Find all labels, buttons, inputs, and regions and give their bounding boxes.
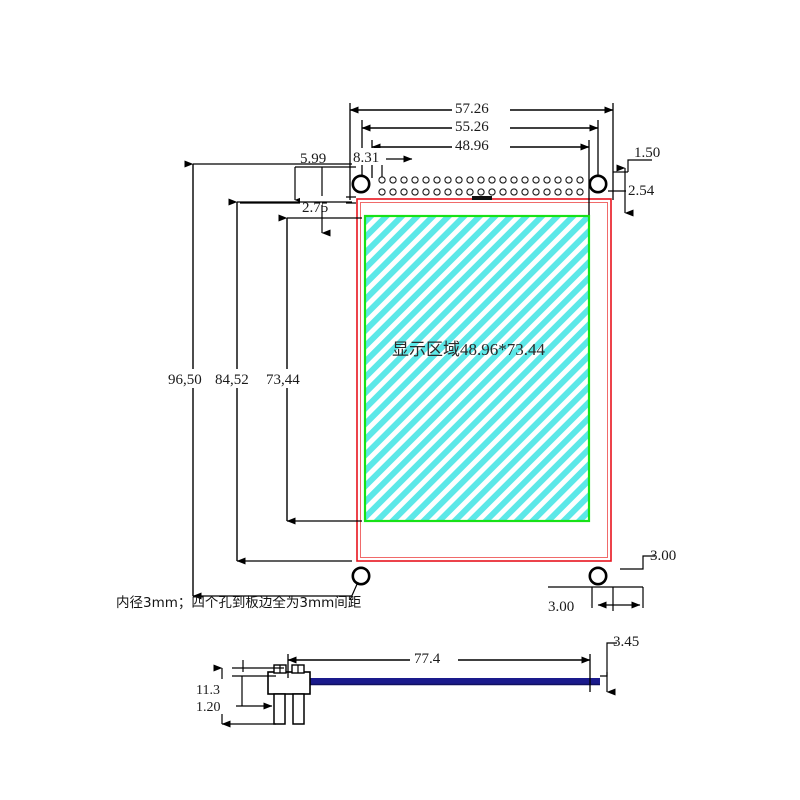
pcb-side-board	[282, 678, 600, 684]
dim-label-overall-width: 57.26	[455, 101, 489, 117]
display-area-fill	[365, 216, 589, 521]
pcb-side-view: 77.4 3.45 11.3 1.20	[194, 634, 639, 728]
display-area-label: 显示区域48.96*73.44	[392, 340, 545, 359]
mounting-hole-bottom-right	[588, 566, 608, 586]
dim-label-hole-edge-vertical: 3.00	[650, 548, 676, 564]
pcb-top-view: 显示区域48.96*73.44	[351, 174, 612, 586]
hole-note-group: 内径3mm；四个孔到板边全为3mm间距	[116, 581, 361, 611]
leader-3-45	[600, 642, 617, 677]
note-leader-line	[349, 581, 359, 601]
hole-note-text: 内径3mm；四个孔到板边全为3mm间距	[116, 594, 361, 611]
header-pad-marker	[472, 196, 492, 200]
bottom-right-dimensions: 3.00 3.00	[546, 548, 676, 615]
right-side-dimensions: 1.50 2.54	[608, 145, 666, 217]
leader-1-50	[627, 159, 652, 172]
pin-header-holes	[378, 176, 584, 196]
mounting-hole-bottom-left	[351, 566, 371, 586]
dim-label-left-offset: 5.99	[300, 151, 326, 167]
dim-label-right-top: 1.50	[634, 145, 660, 161]
dim-label-end-offset: 3.45	[613, 634, 639, 650]
dim-label-display-width: 48.96	[455, 138, 489, 154]
dim-label-hole-edge-horizontal: 3.00	[548, 599, 574, 615]
top-left-detail-dimensions: 5.99 8.31 2.75	[240, 148, 413, 237]
display-area-outline	[363, 214, 591, 523]
connector-pin-1	[273, 693, 286, 725]
mounting-hole-top-right	[588, 174, 608, 194]
connector-pin-2	[292, 693, 305, 725]
dim-label-hole-offset-x: 8.31	[353, 150, 379, 166]
left-vertical-dimensions: 96,50 84,52 73,44	[166, 160, 362, 600]
connector-body	[267, 671, 311, 695]
dim-label-board-thickness: 1.20	[196, 700, 221, 715]
dim-label-board-width: 55.26	[455, 119, 489, 135]
dim-label-pin-pitch: 2.54	[628, 183, 655, 199]
pcb-outline-inner	[360, 202, 608, 558]
mounting-hole-top-left	[351, 174, 371, 194]
dim-label-display-height: 73,44	[266, 372, 300, 388]
leader-3-00-vertical	[620, 555, 655, 570]
top-horizontal-dimensions: 57.26 55.26 48.96	[349, 99, 614, 215]
dim-label-total-thickness: 11.3	[196, 683, 220, 698]
dim-label-side-length: 77.4	[414, 651, 441, 667]
dim-label-overall-height: 96,50	[168, 372, 202, 388]
dim-label-board-height: 84,52	[215, 372, 249, 388]
